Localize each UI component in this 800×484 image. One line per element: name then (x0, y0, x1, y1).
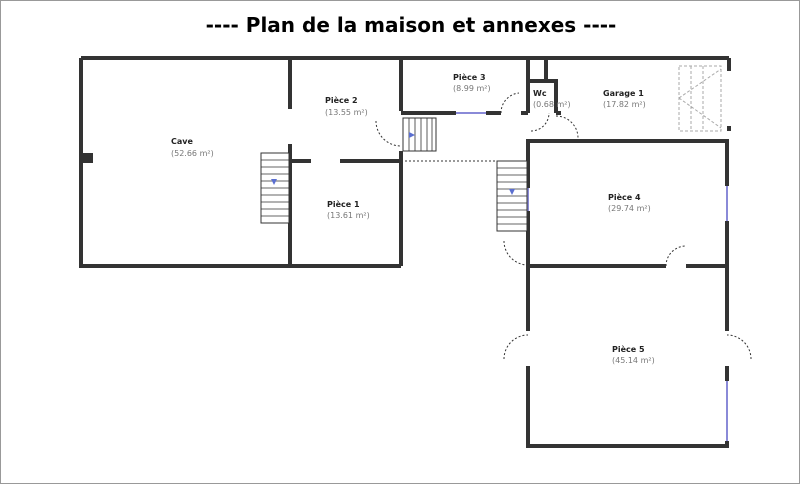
room-name-piece3: Pièce 3 (453, 72, 486, 82)
room-area-piece1: (13.61 m²) (327, 211, 370, 220)
room-name-wc: Wc (533, 89, 547, 98)
windows (456, 112, 728, 441)
room-name-piece4: Pièce 4 (608, 192, 641, 202)
room-area-piece2: (13.55 m²) (325, 108, 368, 117)
room-name-piece1: Pièce 1 (327, 199, 360, 209)
room-labels: Cave (52.66 m²) Pièce 2 (13.55 m²) Pièce… (171, 72, 655, 365)
doors (375, 92, 752, 360)
walls (79, 56, 731, 448)
room-area-garage1: (17.82 m²) (603, 100, 646, 109)
room-name-garage1: Garage 1 (603, 89, 644, 98)
plan-title: ---- Plan de la maison et annexes ---- (205, 13, 617, 37)
room-name-cave: Cave (171, 137, 193, 146)
room-name-piece5: Pièce 5 (612, 344, 645, 354)
room-area-piece4: (29.74 m²) (608, 204, 651, 213)
stairs (83, 65, 722, 232)
room-area-piece3: (8.99 m²) (453, 84, 491, 93)
room-name-piece2: Pièce 2 (325, 95, 358, 105)
room-area-wc: (0.68 m²) (533, 100, 571, 109)
room-area-piece5: (45.14 m²) (612, 356, 655, 365)
room-area-cave: (52.66 m²) (171, 149, 214, 158)
